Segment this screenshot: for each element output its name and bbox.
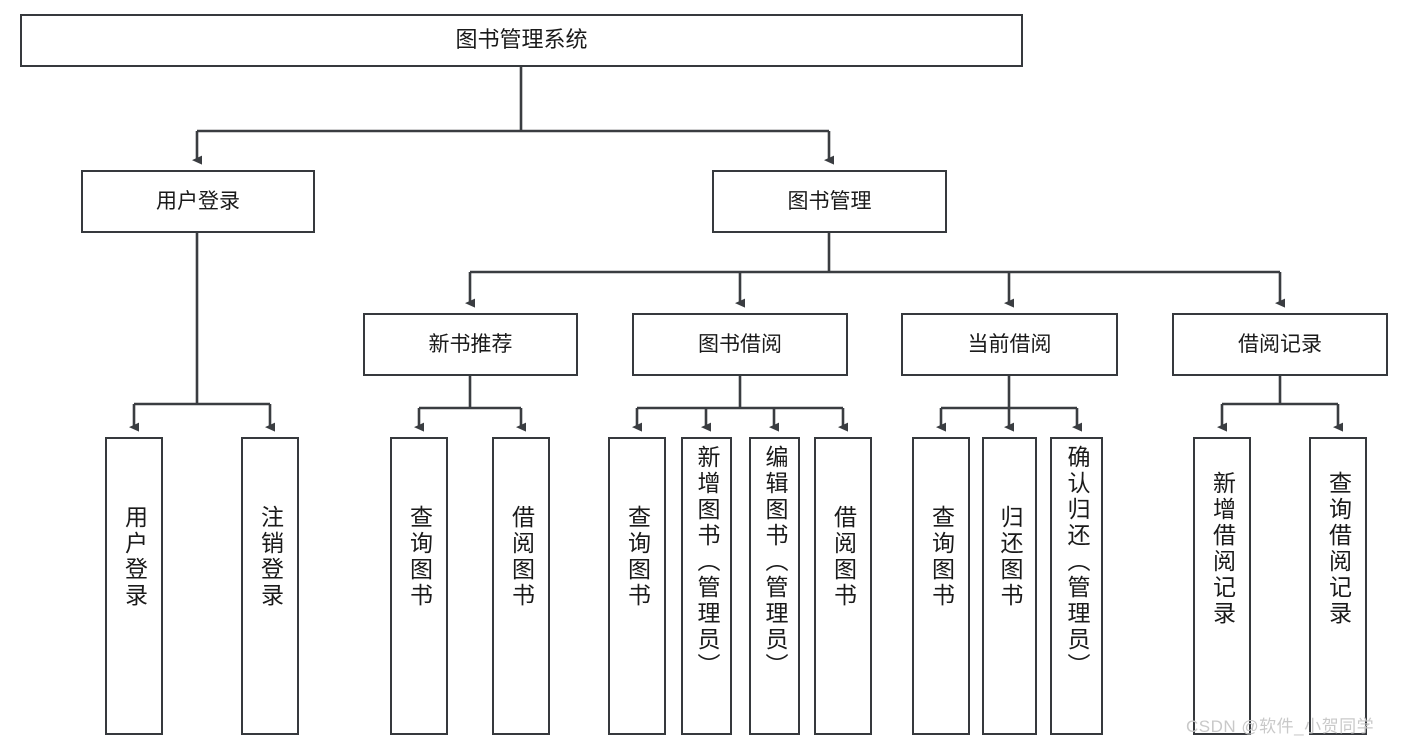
node-leaf-user-login-label: 用户登录 bbox=[121, 505, 148, 609]
node-leaf-return-book-label: 归还图书 bbox=[997, 505, 1023, 609]
node-leaf-query-record[interactable]: 查询借阅记录 bbox=[1309, 437, 1367, 735]
node-leaf-add-book-label: 新增图书（管理员） bbox=[694, 445, 720, 679]
node-leaf-query-book-2[interactable]: 查询图书 bbox=[608, 437, 666, 735]
node-leaf-query-book-1-label: 查询图书 bbox=[406, 505, 433, 609]
node-leaf-return-book[interactable]: 归还图书 bbox=[982, 437, 1037, 735]
csdn-watermark: CSDN @软件_小贺同学 bbox=[1186, 717, 1375, 736]
node-leaf-confirm-return[interactable]: 确认归还（管理员） bbox=[1050, 437, 1103, 735]
node-leaf-edit-book-label: 编辑图书（管理员） bbox=[762, 445, 788, 679]
node-leaf-logout-login[interactable]: 注销登录 bbox=[241, 437, 299, 735]
node-book-borrow[interactable]: 图书借阅 bbox=[632, 313, 848, 376]
node-new-book-recommend[interactable]: 新书推荐 bbox=[363, 313, 578, 376]
node-leaf-add-record-label: 新增借阅记录 bbox=[1209, 471, 1236, 627]
node-root-label: 图书管理系统 bbox=[455, 27, 588, 53]
node-leaf-query-book-1[interactable]: 查询图书 bbox=[390, 437, 448, 735]
node-book-management-label: 图书管理 bbox=[787, 189, 872, 213]
node-leaf-borrow-book-2-label: 借阅图书 bbox=[830, 505, 857, 609]
node-leaf-query-book-3-label: 查询图书 bbox=[928, 505, 955, 609]
node-leaf-borrow-book-1[interactable]: 借阅图书 bbox=[492, 437, 550, 735]
node-leaf-query-book-3[interactable]: 查询图书 bbox=[912, 437, 970, 735]
node-leaf-user-login[interactable]: 用户登录 bbox=[105, 437, 163, 735]
node-leaf-query-book-2-label: 查询图书 bbox=[624, 505, 651, 609]
node-leaf-add-book[interactable]: 新增图书（管理员） bbox=[681, 437, 732, 735]
node-new-book-recommend-label: 新书推荐 bbox=[428, 332, 513, 356]
node-user-login-label: 用户登录 bbox=[156, 189, 240, 213]
node-leaf-add-record[interactable]: 新增借阅记录 bbox=[1193, 437, 1251, 735]
node-root[interactable]: 图书管理系统 bbox=[20, 14, 1023, 67]
node-borrow-record-label: 借阅记录 bbox=[1238, 332, 1322, 356]
node-book-borrow-label: 图书借阅 bbox=[698, 332, 782, 356]
node-current-borrow-label: 当前借阅 bbox=[967, 332, 1052, 356]
node-leaf-edit-book[interactable]: 编辑图书（管理员） bbox=[749, 437, 800, 735]
node-borrow-record[interactable]: 借阅记录 bbox=[1172, 313, 1388, 376]
node-user-login[interactable]: 用户登录 bbox=[81, 170, 315, 233]
node-book-management[interactable]: 图书管理 bbox=[712, 170, 947, 233]
node-current-borrow[interactable]: 当前借阅 bbox=[901, 313, 1118, 376]
node-leaf-borrow-book-1-label: 借阅图书 bbox=[508, 505, 535, 609]
node-leaf-borrow-book-2[interactable]: 借阅图书 bbox=[814, 437, 872, 735]
node-leaf-query-record-label: 查询借阅记录 bbox=[1325, 471, 1352, 627]
node-leaf-logout-login-label: 注销登录 bbox=[257, 505, 284, 609]
node-leaf-confirm-return-label: 确认归还（管理员） bbox=[1064, 445, 1090, 679]
